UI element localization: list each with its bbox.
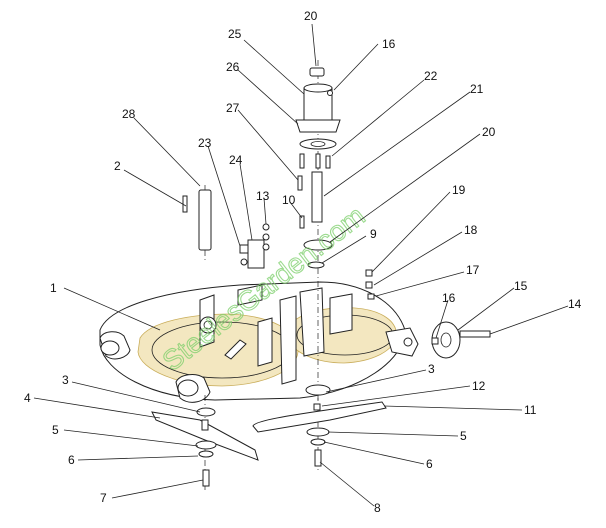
callout-12: 12 bbox=[472, 379, 486, 393]
callout-16-right: 16 bbox=[442, 291, 456, 305]
callout-6-right: 6 bbox=[426, 457, 433, 471]
callout-5-left: 5 bbox=[52, 423, 59, 437]
callout-24: 24 bbox=[229, 153, 243, 167]
callout-20-top: 20 bbox=[304, 9, 318, 23]
callout-11: 11 bbox=[524, 403, 537, 417]
spindle-assembly bbox=[295, 60, 341, 400]
callout-17: 17 bbox=[466, 263, 480, 277]
callout-4: 4 bbox=[24, 391, 31, 405]
callout-6-left: 6 bbox=[68, 453, 75, 467]
callout-28: 28 bbox=[122, 107, 136, 121]
callout-20-right: 20 bbox=[482, 125, 496, 139]
callout-8: 8 bbox=[374, 501, 381, 515]
callout-27: 27 bbox=[226, 101, 240, 115]
callout-5-right: 5 bbox=[460, 429, 467, 443]
callout-3-right: 3 bbox=[428, 362, 435, 376]
callout-19: 19 bbox=[452, 183, 466, 197]
callout-16-top: 16 bbox=[382, 37, 396, 51]
callout-9: 9 bbox=[370, 227, 377, 241]
callout-10: 10 bbox=[282, 193, 296, 207]
callout-26: 26 bbox=[226, 60, 240, 74]
callout-18: 18 bbox=[464, 223, 478, 237]
callout-15: 15 bbox=[514, 279, 528, 293]
callout-2: 2 bbox=[114, 159, 121, 173]
callout-1: 1 bbox=[50, 281, 57, 295]
callout-25: 25 bbox=[228, 27, 242, 41]
callout-3-left: 3 bbox=[62, 373, 69, 387]
callout-14: 14 bbox=[568, 297, 582, 311]
callout-labels: 20 25 16 26 22 21 27 28 20 23 24 2 13 19… bbox=[24, 9, 582, 515]
callout-7: 7 bbox=[100, 491, 107, 505]
callout-23: 23 bbox=[198, 136, 212, 150]
leader-lines bbox=[33, 23, 569, 507]
callout-21: 21 bbox=[470, 82, 484, 96]
side-hardware bbox=[365, 269, 491, 359]
callout-22: 22 bbox=[424, 69, 438, 83]
callout-13: 13 bbox=[256, 189, 270, 203]
blades bbox=[151, 384, 387, 490]
idler-shaft bbox=[182, 185, 270, 269]
